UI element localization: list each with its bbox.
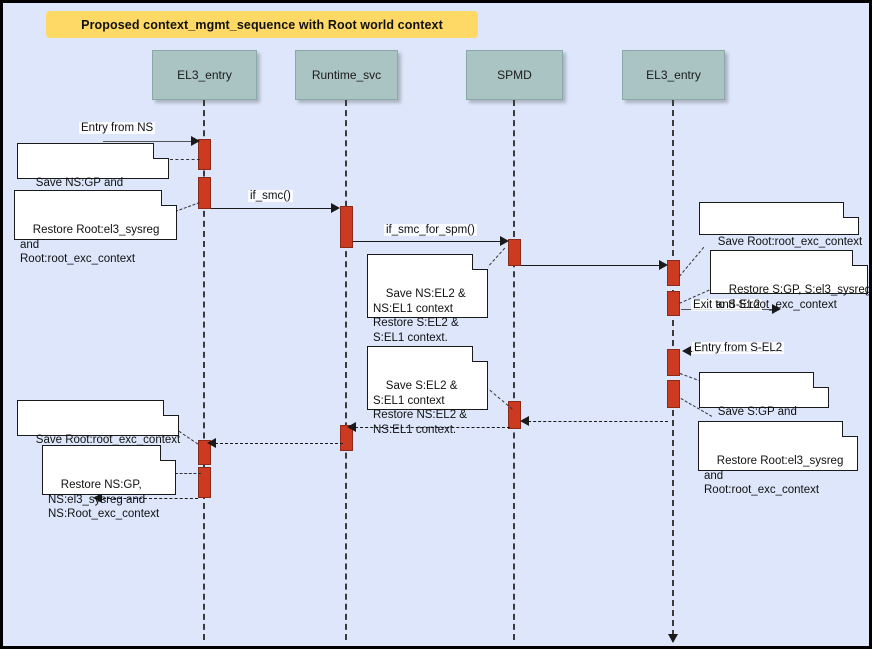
note-leader-line (175, 202, 200, 212)
diagram-title-banner: Proposed context_mgmt_sequence with Root… (46, 11, 478, 38)
activation-bar (508, 401, 521, 429)
message-label-exit-to-s-el2: Exit to S-EL2 (691, 299, 763, 311)
message-line-spmd-to-el3 (521, 265, 664, 266)
activation-bar (667, 349, 680, 376)
message-line-if-smc-for-spm (353, 241, 503, 242)
note-fold-corner-icon (163, 400, 179, 416)
note-fold-corner-icon (843, 202, 859, 218)
note-box: Restore NS:GP, NS:el3_sysreg and NS:Root… (42, 445, 176, 520)
lifeline-head-el3-entry-right[interactable]: EL3_entry (622, 50, 725, 100)
note-fold-corner-icon (852, 250, 868, 266)
lifeline-label: EL3_entry (646, 68, 701, 82)
arrowhead-icon (772, 304, 781, 314)
lifeline-label: Runtime_svc (311, 68, 382, 82)
note-fold-corner-icon (153, 143, 169, 159)
activation-bar (198, 139, 211, 170)
note-box: Save S:GP and S:root_exc_context (699, 372, 829, 433)
activation-bar (198, 467, 211, 498)
lifeline-line-el3-entry-left (203, 100, 205, 640)
arrowhead-icon (331, 203, 340, 213)
message-line-runtime-to-el3-return (215, 443, 343, 444)
arrowhead-icon (500, 236, 509, 246)
activation-bar (667, 380, 680, 408)
activation-bar (667, 291, 680, 316)
lifeline-head-spmd[interactable]: SPMD (466, 50, 563, 100)
lifeline-end-arrow-icon (668, 634, 678, 643)
note-fold-corner-icon (472, 254, 488, 270)
lifeline-label: SPMD (497, 68, 532, 82)
note-fold-corner-icon (161, 190, 177, 206)
note-text: Save Root:root_exc_context (35, 434, 181, 446)
note-box: Save S:EL2 & S:EL1 context Restore NS:EL… (367, 346, 488, 436)
message-line-entry-from-ns (103, 141, 195, 142)
arrowhead-icon (520, 416, 529, 426)
note-box: Save NS:EL2 & NS:EL1 context Restore S:E… (367, 254, 488, 344)
message-label-if-smc-for-spm: if_smc_for_spm() (384, 224, 477, 236)
arrowhead-icon (93, 493, 102, 503)
note-text: Save S:EL2 & S:EL1 context Restore NS:EL… (373, 380, 467, 436)
note-leader-line (175, 473, 201, 474)
note-leader-line (170, 159, 200, 160)
lifeline-line-spmd (513, 100, 515, 640)
message-label-entry-from-s-el2: Entry from S-EL2 (692, 342, 785, 354)
message-label-if-smc: if_smc() (248, 190, 293, 202)
activation-bar (198, 177, 211, 209)
note-box: Restore S:GP, S:el3_sysreg and S:root_ex… (710, 250, 869, 311)
note-box: Restore Root:el3_sysreg and Root:root_ex… (698, 421, 858, 496)
arrowhead-icon (682, 346, 691, 356)
message-line-el3-to-spmd-return (528, 421, 668, 422)
note-fold-corner-icon (160, 445, 176, 461)
activation-bar (340, 206, 353, 248)
note-fold-corner-icon (472, 346, 488, 362)
message-line-el3-exit-return (103, 498, 198, 499)
note-box: Restore Root:el3_sysreg and Root:root_ex… (14, 190, 177, 265)
note-box: Save Root:root_exc_context (17, 400, 180, 446)
note-leader-line (679, 246, 705, 277)
lifeline-head-runtime-svc[interactable]: Runtime_svc (295, 50, 398, 100)
note-text: Restore S:GP, S:el3_sysreg and S:root_ex… (716, 284, 872, 311)
note-text: Restore Root:el3_sysreg and Root:root_ex… (20, 224, 160, 265)
note-text: Save NS:EL2 & NS:EL1 context Restore S:E… (373, 288, 466, 344)
note-text: Save Root:root_exc_context (717, 236, 863, 248)
lifeline-label: EL3_entry (177, 68, 232, 82)
arrowhead-icon (191, 136, 200, 146)
note-fold-corner-icon (842, 421, 858, 437)
lifeline-head-el3-entry-left[interactable]: EL3_entry (152, 50, 257, 100)
arrowhead-icon (347, 422, 356, 432)
note-box: Save Root:root_exc_context (699, 202, 862, 248)
activation-bar (667, 260, 680, 286)
message-label-entry-from-ns: Entry from NS (79, 122, 156, 134)
arrowhead-icon (659, 260, 668, 270)
note-text: Restore NS:GP, NS:el3_sysreg and NS:Root… (48, 479, 160, 520)
note-box: Save NS:GP and NS:Root_exc_context (17, 143, 169, 204)
message-line-if-smc (211, 208, 335, 209)
lifeline-line-runtime-svc (345, 100, 347, 640)
message-line-spmd-to-runtime-return (355, 427, 510, 428)
note-text: Restore Root:el3_sysreg and Root:root_ex… (704, 455, 844, 496)
arrowhead-icon (207, 438, 216, 448)
activation-bar (508, 239, 521, 266)
note-fold-corner-icon (813, 372, 829, 388)
